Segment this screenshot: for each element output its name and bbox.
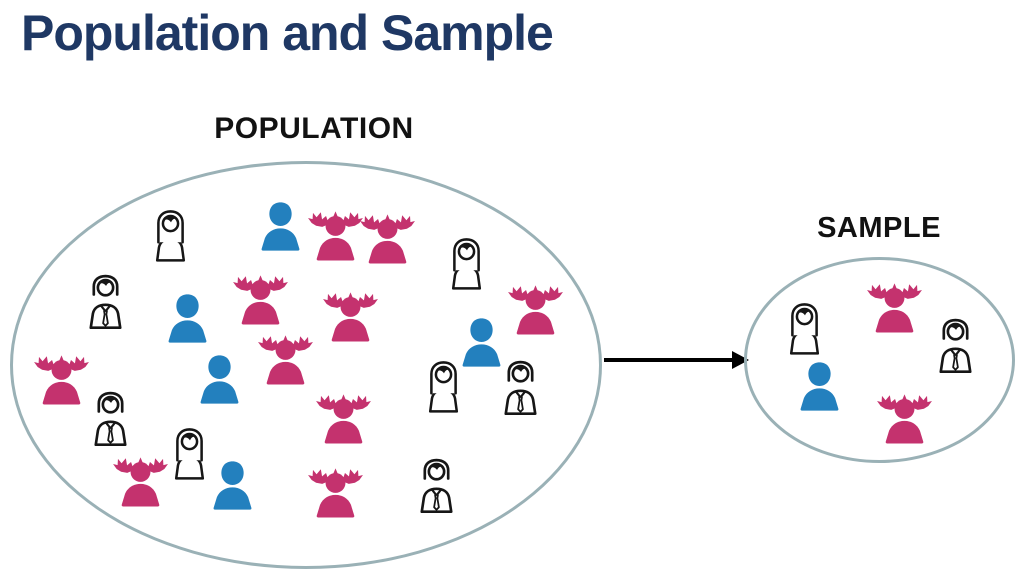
girl-pigtails-icon <box>866 282 922 333</box>
man-outline-icon <box>938 318 972 374</box>
population-to-sample-arrow <box>604 351 749 369</box>
population-label: POPULATION <box>214 112 414 145</box>
girl-pigtails-icon <box>876 393 932 444</box>
person-icon <box>800 362 838 411</box>
sample-label: SAMPLE <box>817 212 941 244</box>
population-ellipse <box>10 161 602 569</box>
sample-ellipse <box>744 257 1015 463</box>
arrowhead-icon <box>732 351 749 369</box>
page-title: Population and Sample <box>21 5 554 61</box>
woman-outline-icon <box>789 303 819 355</box>
